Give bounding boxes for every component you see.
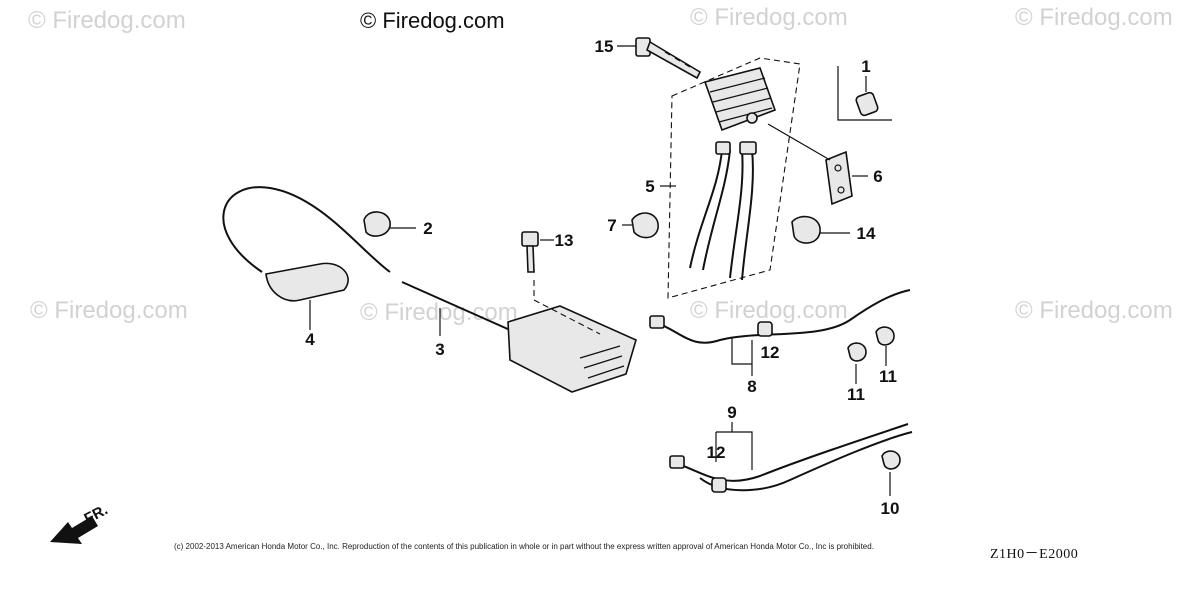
front-direction-arrow-icon	[50, 516, 98, 544]
callout-2: 2	[423, 219, 432, 238]
part-11-clip	[847, 342, 867, 362]
callout-1: 1	[861, 57, 870, 76]
callout-12: 12	[761, 343, 780, 362]
part-13-bolt	[521, 231, 539, 273]
part-7-clip	[631, 212, 659, 239]
part-11-clip	[875, 326, 895, 346]
callout-15: 15	[595, 37, 614, 56]
part-3-ignition-coil	[401, 281, 637, 393]
callout-5: 5	[645, 177, 654, 196]
part-10-clip	[881, 450, 901, 470]
callout-11: 11	[847, 385, 865, 404]
watermark: © Firedog.com	[1015, 4, 1173, 31]
watermark: © Firedog.com	[30, 297, 188, 324]
watermark: © Firedog.com	[1015, 297, 1173, 324]
part-4-plug-cap	[222, 186, 391, 302]
copyright-notice: (c) 2002-2013 American Honda Motor Co., …	[174, 542, 874, 551]
watermark: © Firedog.com	[690, 4, 848, 31]
callout-10: 10	[881, 499, 900, 518]
watermark: © Firedog.com	[28, 7, 186, 34]
part-1-grommet	[855, 91, 879, 117]
callout-6: 6	[873, 167, 882, 186]
diagram-code: Z1H0－E2000	[990, 547, 1079, 562]
callout-7: 7	[607, 216, 616, 235]
part-6-plate	[825, 150, 853, 206]
callout-13: 13	[555, 231, 574, 250]
part-5-frame	[667, 57, 801, 299]
part-5-rectifier	[689, 67, 777, 281]
callout-14: 14	[857, 224, 876, 243]
part-15-bolt	[635, 37, 702, 80]
part-14-clip	[791, 215, 821, 244]
callout-3: 3	[435, 340, 444, 359]
callout-9: 9	[727, 403, 736, 422]
callout-12: 12	[707, 443, 726, 462]
part-2-grommet	[363, 211, 391, 237]
callout-4: 4	[305, 330, 315, 349]
watermark: © Firedog.com	[360, 8, 505, 33]
part-8-cable	[649, 289, 911, 344]
part-9-cable	[669, 423, 913, 493]
callout-8: 8	[747, 377, 756, 396]
callout-11: 11	[879, 367, 897, 386]
watermark: © Firedog.com	[690, 297, 848, 324]
